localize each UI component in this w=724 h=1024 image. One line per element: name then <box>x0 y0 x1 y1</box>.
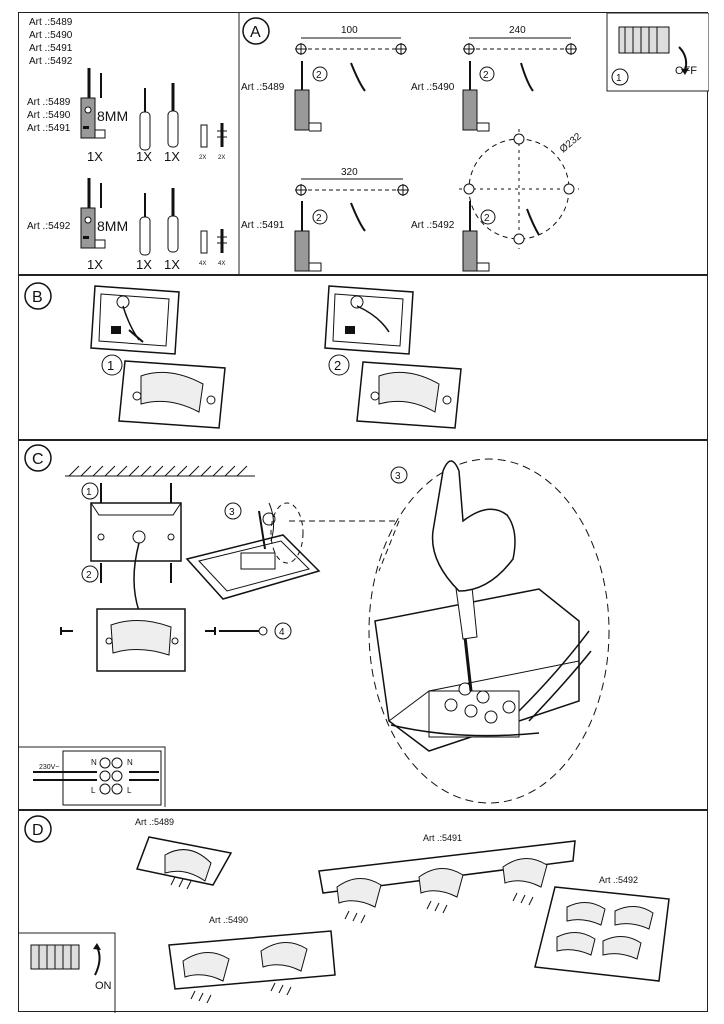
product-label-5492: Art .:5492 <box>599 875 638 885</box>
section-c: C 1 2 <box>18 440 708 810</box>
section-d-drawing: D Art .:5489 Art .:5491 Art .:5492 <box>19 815 670 1013</box>
lamp-pin <box>219 626 268 636</box>
terminal-label-n: N <box>91 758 97 767</box>
svg-text:2: 2 <box>316 213 322 224</box>
ceiling-hatch <box>65 465 255 477</box>
product-5492-illustration <box>534 886 670 982</box>
product-label-5489: Art .:5489 <box>135 817 174 827</box>
section-c-step-2: 2 <box>86 570 92 581</box>
section-b-step-1: 1 <box>107 358 114 373</box>
svg-text:2: 2 <box>316 70 322 81</box>
wall-bracket-icon <box>80 178 106 249</box>
kit1-article-3: Art .:5491 <box>27 123 71 134</box>
section-c-step-3-zoom: 3 <box>395 471 401 482</box>
section-a-letter: A <box>250 24 261 41</box>
section-c-letter: C <box>32 451 44 468</box>
mount-diagram-5489: 100 2 Art .:5489 <box>241 25 407 132</box>
qty-bracket-2: 1X <box>87 257 103 272</box>
voltage-label: 230V~ <box>39 764 59 771</box>
mount-dimension-5492: Ø232 <box>558 131 584 155</box>
mount-diagram-5491: 320 2 Art .:5491 <box>241 167 409 272</box>
qty-screws-2: 4X <box>218 261 225 267</box>
qty-screws-1: 2X <box>218 155 225 161</box>
kit1-article-1: Art .:5489 <box>27 97 71 108</box>
screwdriver-phillips-icon <box>167 188 179 253</box>
svg-text:2: 2 <box>483 70 489 81</box>
section-a-drawing: Art .:5489 Art .:5490 Art .:5491 Art .:5… <box>27 12 710 276</box>
qty-plugs-2: 4X <box>199 261 206 267</box>
section-b: B 1 <box>18 275 708 440</box>
product-label-5490: Art .:5490 <box>209 915 248 925</box>
wall-plug-icon <box>200 230 208 254</box>
wiring-step-1-illustration <box>90 285 226 429</box>
qty-phillips-screwdriver-1: 1X <box>164 149 180 164</box>
terminal-wiring-diagram <box>19 746 166 807</box>
section-b-step-2: 2 <box>334 358 341 373</box>
section-c-step-3: 3 <box>229 507 235 518</box>
mount-dimension-5489: 100 <box>341 25 358 36</box>
screw-icon <box>217 123 227 147</box>
qty-flat-screwdriver-2: 1X <box>136 257 152 272</box>
section-c-drawing: C 1 2 <box>19 444 610 807</box>
screw-length-label-2: 8MM <box>97 218 128 234</box>
mount-article-5492: Art .:5492 <box>411 220 455 231</box>
terminal-label-l: L <box>91 786 96 795</box>
screwdriver-flat-icon <box>139 193 151 256</box>
terminal-label-n-out: N <box>127 758 133 767</box>
mount-article-5490: Art .:5490 <box>411 82 455 93</box>
product-5489-illustration <box>135 836 233 890</box>
section-b-letter: B <box>32 289 43 306</box>
section-b-drawing: B 1 <box>24 282 462 429</box>
product-label-5491: Art .:5491 <box>423 833 462 843</box>
lamp-head <box>96 608 186 672</box>
screw-icon <box>217 229 227 253</box>
on-label: ON <box>95 980 112 992</box>
wall-plug-icon <box>200 124 208 148</box>
qty-plugs-1: 2X <box>199 155 206 161</box>
mount-diagram-5490: 240 2 Art .:5490 <box>411 25 577 132</box>
mount-article-5491: Art .:5491 <box>241 220 285 231</box>
kit2-article: Art .:5492 <box>27 221 71 232</box>
mount-dimension-5490: 240 <box>509 25 526 36</box>
svg-text:2: 2 <box>484 213 490 224</box>
open-fixture-illustration <box>185 502 321 600</box>
section-c-step-1: 1 <box>86 487 92 498</box>
section-a: Art .:5489 Art .:5490 Art .:5491 Art .:5… <box>18 12 710 276</box>
kit-article-list-1: Art .:5489 <box>29 17 73 28</box>
mount-dimension-5491: 320 <box>341 167 358 178</box>
product-5490-illustration <box>168 930 336 1004</box>
kit1-article-2: Art .:5490 <box>27 110 71 121</box>
screwdriver-phillips-icon <box>167 83 179 148</box>
mount-article-5489: Art .:5489 <box>241 82 285 93</box>
qty-phillips-screwdriver-2: 1X <box>164 257 180 272</box>
kit-article-list-3: Art .:5491 <box>29 43 73 54</box>
off-label: OFF <box>675 65 697 77</box>
terminal-label-l-out: L <box>127 786 132 795</box>
section-c-step-4: 4 <box>279 627 285 638</box>
wiring-step-2-illustration <box>324 285 462 429</box>
off-step-number: 1 <box>616 73 622 84</box>
circuit-breaker-on-icon <box>30 943 101 976</box>
product-5491-illustration <box>318 840 576 924</box>
mount-diagram-5492: Ø232 2 Art .:5492 <box>411 129 584 272</box>
qty-bracket-1: 1X <box>87 149 103 164</box>
terminal-zoom-illustration <box>368 458 610 804</box>
wall-bracket-icon <box>80 68 106 139</box>
circuit-breaker-off-icon <box>618 26 689 75</box>
screwdriver-flat-icon <box>139 88 151 151</box>
screw-length-label-1: 8MM <box>97 108 128 124</box>
kit-article-list-2: Art .:5490 <box>29 30 73 41</box>
section-d: D Art .:5489 Art .:5491 Art .:5492 <box>18 810 708 1013</box>
kit-article-list-4: Art .:5492 <box>29 56 73 67</box>
mounting-box <box>90 502 182 612</box>
section-d-letter: D <box>32 822 44 839</box>
qty-flat-screwdriver-1: 1X <box>136 149 152 164</box>
